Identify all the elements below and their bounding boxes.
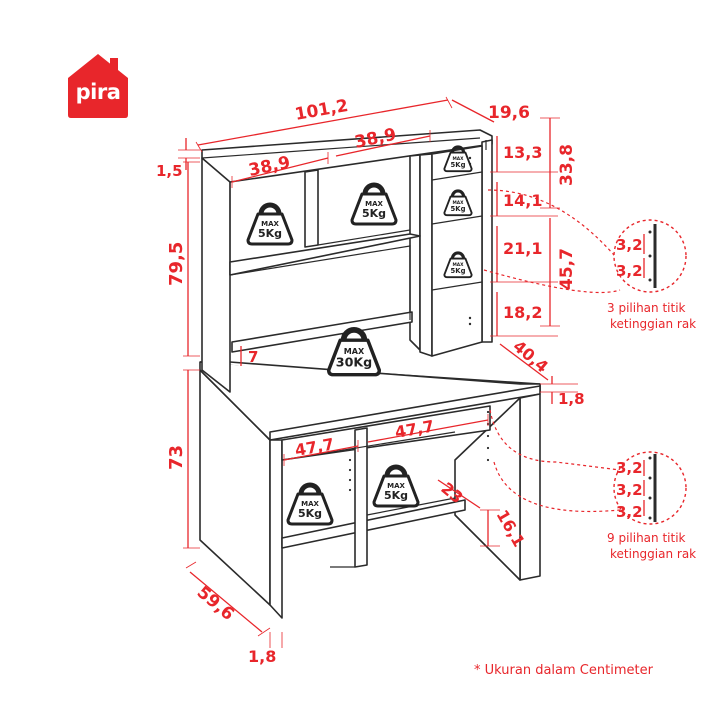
dim-side-upper: 33,8 [557,144,577,186]
weight-max-label: MAX [365,200,383,208]
weight-value-label: 5Kg [451,161,466,169]
dim-side-h3: 21,1 [503,239,542,258]
upper-caption-2: ketinggian rak [610,317,696,331]
weight-value-label: 5Kg [451,267,466,275]
dim-side-h4: 18,2 [503,303,542,322]
dim-hutch-depth: 19,6 [488,103,530,123]
callout-upper [613,219,687,293]
desk-body [199,361,541,619]
weight-max-label: MAX [453,200,465,206]
dim-desk-top: 1,8 [558,390,585,408]
upper-gap-1: 3,2 [616,236,643,254]
weight-value-label: 5Kg [362,207,386,220]
pira-logo: pira [66,52,130,118]
footnote: * Ukuran dalam Centimeter [474,663,654,678]
callout-labels: 3,2 3,2 3 pilihan titik ketinggian rak 3… [607,236,696,561]
weight-value-label: 5Kg [451,205,466,213]
weight-value-label: 5Kg [258,227,282,240]
dim-total-width: 101,2 [293,96,349,125]
dim-desk-height: 73 [166,445,187,470]
hutch-body [201,129,493,393]
house-logo-icon [68,54,128,118]
lower-peg-holes [348,410,490,492]
dim-base-thickness: 1,8 [248,647,276,666]
callout-lower [613,451,687,525]
weight-value-label: 5Kg [384,489,408,502]
dim-hutch-height: 79,5 [166,242,187,286]
weight-max-label: MAX [344,347,365,356]
weight-value-label: 5Kg [298,507,322,520]
lower-gap-3: 3,2 [616,503,643,521]
upper-caption-1: 3 pilihan titik [607,301,686,315]
weight-max-label: MAX [301,500,319,508]
weight-max-label: MAX [453,156,465,162]
dim-side-lower: 45,7 [557,248,577,290]
upper-gap-2: 3,2 [616,262,643,280]
weight-value-label: 30Kg [336,355,372,370]
lower-gap-2: 3,2 [616,481,643,499]
weight-max-label: MAX [261,220,279,228]
weight-max-label: MAX [387,482,405,490]
weight-icons: MAX5KgMAX5KgMAX5KgMAX5KgMAX5KgMAX30KgMAX… [246,145,473,526]
lower-caption-2: ketinggian rak [610,547,696,561]
weight-max-label: MAX [453,262,465,268]
lower-gap-1: 3,2 [616,459,643,477]
dim-side-h2: 14,1 [503,191,542,210]
dim-base-depth: 59,6 [193,583,238,625]
lower-caption-1: 9 pilihan titik [607,531,686,545]
dimension-lines [178,96,621,648]
logo-text: pira [75,80,121,104]
dim-side-h1: 13,3 [503,143,542,162]
dim-gap: 7 [248,348,258,366]
dim-top-thickness: 1,5 [156,162,183,180]
